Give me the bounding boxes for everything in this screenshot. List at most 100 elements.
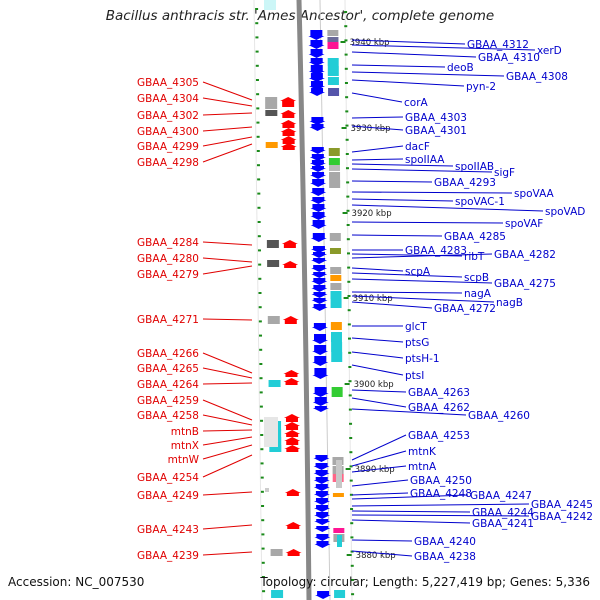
right-gene-label: GBAA_4247 [470, 490, 532, 502]
right-connector-line [351, 492, 409, 496]
guide-dot-right [346, 209, 350, 212]
guide-dot-left [258, 320, 262, 323]
right-gene-label: spoVAF [505, 218, 543, 230]
guide-dot-right [347, 295, 351, 297]
cog-box [265, 142, 278, 148]
guide-dot-right [346, 252, 350, 255]
right-connector-line [351, 389, 407, 393]
cog-box [331, 387, 343, 397]
forward-gene-arrow [314, 541, 331, 548]
left-gene-label: GBAA_4239 [137, 550, 199, 562]
guide-dot-right [346, 224, 350, 226]
guide-dot-right [350, 522, 354, 525]
right-connector-line [351, 145, 404, 153]
left-connector-line [202, 367, 253, 379]
forward-gene-arrow [309, 160, 326, 167]
right-connector-line [351, 337, 404, 343]
right-gene-label: GBAA_4303 [405, 112, 467, 124]
cog-box [336, 460, 342, 488]
right-connector-line [351, 272, 463, 278]
cog-box [327, 0, 338, 10]
tick-label: 3910 kbp [353, 294, 393, 304]
left-gene-label: GBAA_4254 [137, 472, 199, 484]
right-connector-line [351, 539, 413, 542]
reverse-gene-arrow [285, 522, 302, 529]
right-connector-line [351, 204, 544, 212]
left-connector-line [202, 436, 253, 446]
guide-dot-left [258, 263, 262, 266]
left-labels: GBAA_4305GBAA_4304GBAA_4302GBAA_4300GBAA… [137, 77, 253, 562]
cog-box [265, 97, 278, 109]
left-connector-line [202, 491, 253, 496]
right-gene-label: GBAA_4263 [408, 387, 470, 399]
guide-dot-left [255, 50, 259, 53]
cog-box [327, 37, 339, 42]
tick-label: 3920 kbp [352, 209, 392, 219]
right-gene-label: GBAA_4272 [434, 303, 496, 315]
right-connector-line [351, 51, 477, 58]
right-connector-line [351, 364, 404, 376]
right-gene-label: GBAA_4293 [434, 177, 496, 189]
forward-gene-arrow [312, 368, 329, 379]
guide-dot-left [262, 590, 266, 593]
cog-box [328, 88, 340, 96]
forward-gene-arrow [308, 49, 325, 58]
reverse-gene-arrow [284, 489, 301, 496]
right-gene-label: ribT [464, 251, 485, 263]
left-gene-label: GBAA_4299 [137, 141, 199, 153]
cog-box [327, 77, 339, 85]
forward-gene-arrow [312, 356, 329, 366]
forward-gene-arrow [310, 179, 327, 187]
right-gene-label: GBAA_4248 [410, 488, 472, 500]
cog-box [266, 240, 279, 248]
guide-dot-left [255, 79, 259, 81]
left-connector-line [202, 257, 253, 263]
guide-dot-right [345, 167, 349, 170]
guide-dot-right [349, 437, 353, 439]
guide-dot-left [259, 363, 263, 365]
right-connector-line [351, 64, 446, 68]
forward-gene-arrow [310, 204, 327, 212]
left-gene-label: GBAA_4258 [137, 410, 199, 422]
guide-dot-right [344, 25, 348, 28]
forward-gene-arrow [312, 334, 329, 344]
forward-gene-arrow [311, 285, 328, 292]
cog-box [330, 275, 342, 281]
cog-box [331, 352, 343, 362]
forward-gene-arrow [310, 212, 327, 220]
cog-box [330, 332, 342, 342]
guide-dot-right [350, 508, 354, 510]
right-connector-line [351, 180, 433, 183]
right-gene-label: nagB [496, 297, 523, 309]
cog-box [327, 66, 339, 76]
cog-box [267, 260, 280, 267]
guide-dot-left [257, 235, 261, 238]
guide-dot-left [257, 178, 261, 181]
right-gene-label: glcT [405, 321, 427, 333]
left-gene-label: GBAA_4279 [137, 269, 199, 281]
right-connector-line [351, 291, 463, 294]
right-gene-label: mtnA [408, 461, 437, 473]
right-connector-line [351, 278, 493, 284]
guide-dot-right [347, 266, 351, 269]
guide-dot-left [255, 36, 259, 39]
right-gene-label: GBAA_4308 [506, 71, 568, 83]
forward-gene-arrow [314, 512, 331, 519]
right-connector-line [351, 253, 493, 259]
reverse-gene-arrow [283, 370, 300, 377]
reverse-gene-arrow [280, 143, 297, 150]
forward-gene-arrow [308, 73, 325, 82]
forward-gene-arrow [313, 498, 330, 505]
cog-box [330, 299, 342, 308]
forward-gene-arrow [309, 88, 326, 96]
right-gene-label: GBAA_4245 [531, 499, 593, 511]
forward-gene-arrow [308, 40, 325, 49]
left-gene-label: GBAA_4271 [137, 314, 199, 326]
forward-gene-arrow [313, 463, 330, 470]
cog-box [332, 493, 344, 497]
guide-dot-left [260, 462, 264, 465]
right-gene-label: GBAA_4238 [414, 551, 476, 563]
cog-box [330, 267, 342, 274]
guide-dot-right [348, 394, 352, 397]
